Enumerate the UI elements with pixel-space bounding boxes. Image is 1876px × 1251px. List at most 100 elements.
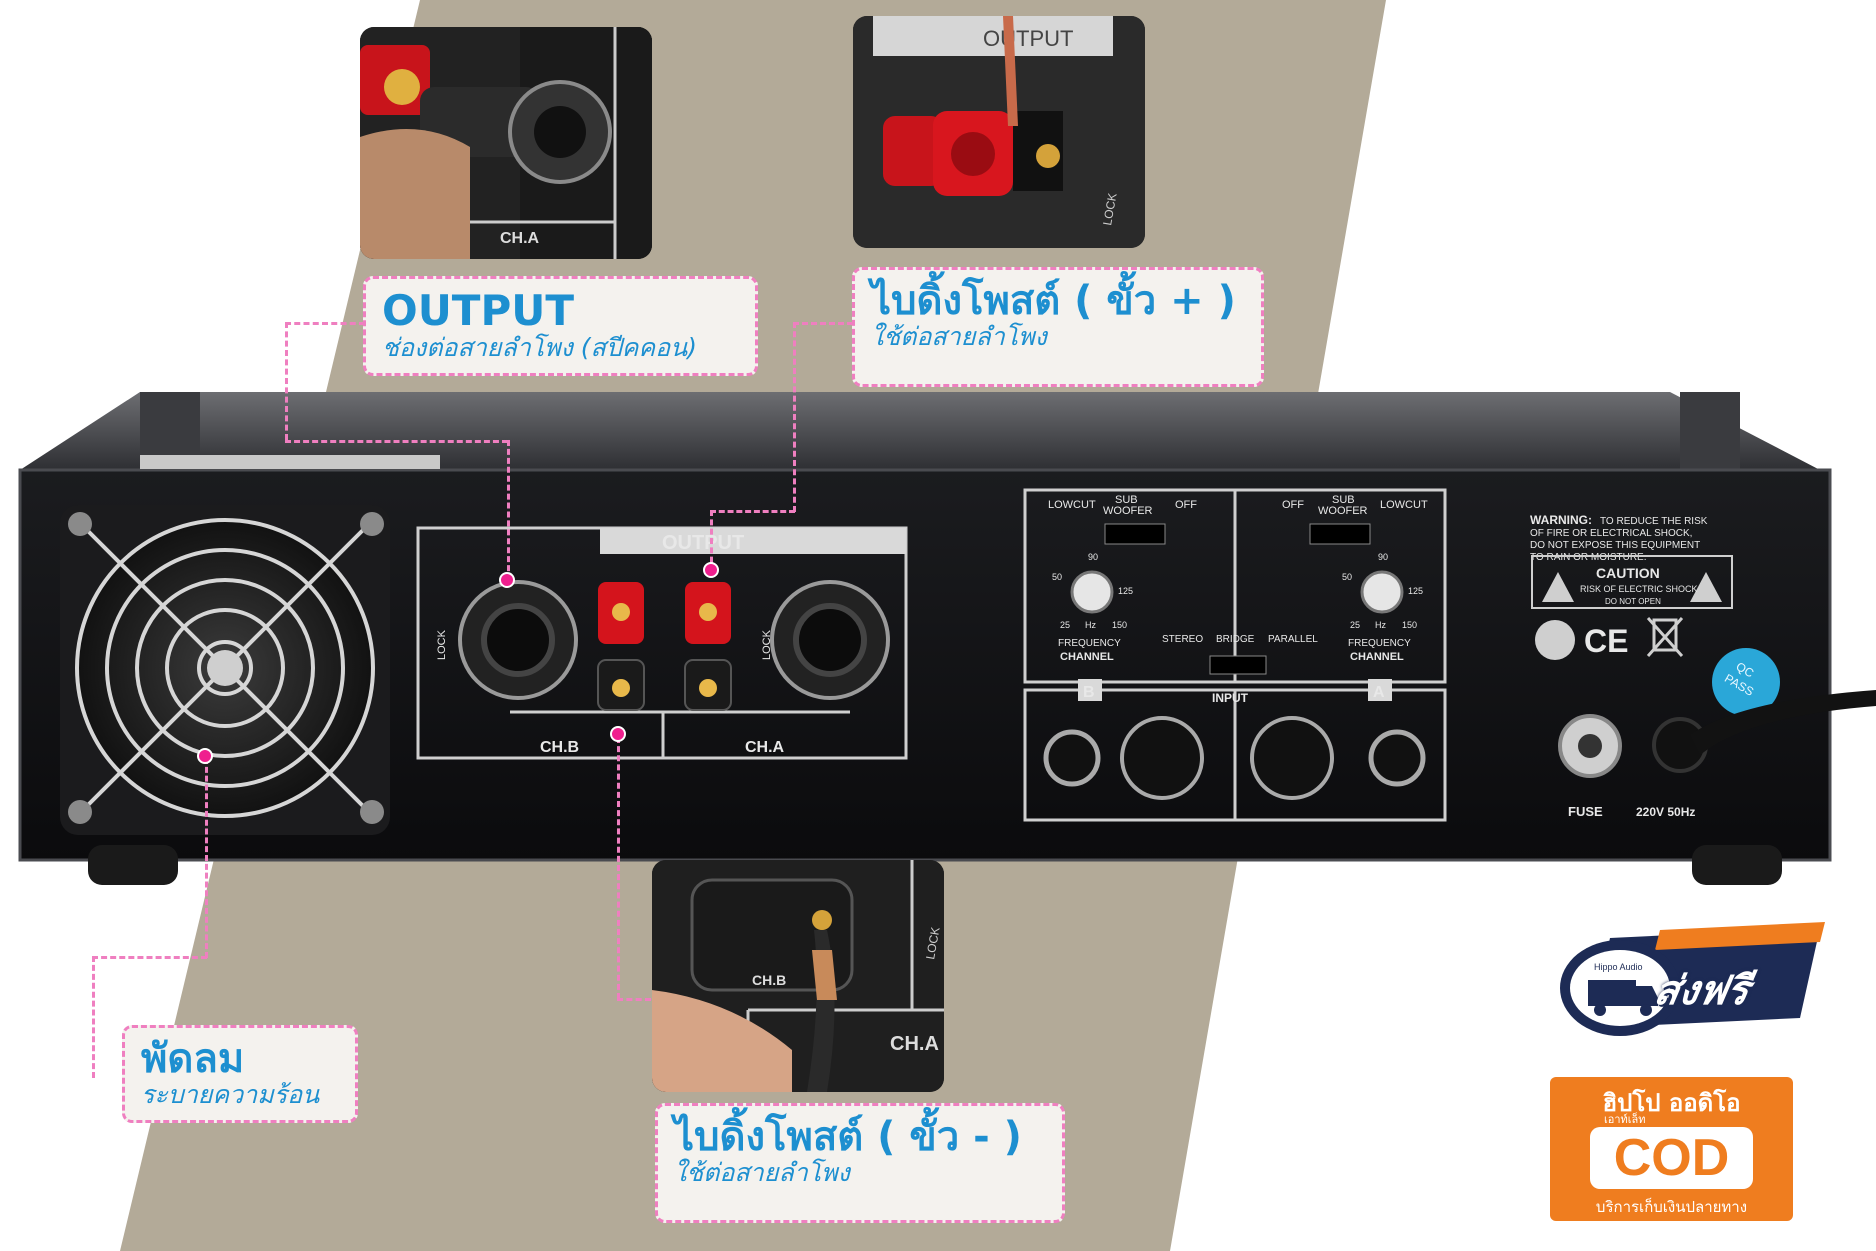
- parallel-label: PARALLEL: [1268, 634, 1318, 645]
- channel-label-b: CHANNEL: [1060, 651, 1114, 663]
- cod-service-text: บริการเก็บเงินปลายทาง: [1595, 1198, 1748, 1216]
- knob-b-hz: Hz: [1085, 620, 1096, 630]
- warning-line-1: TO REDUCE THE RISK: [1600, 516, 1708, 527]
- speakon-ch-a[interactable]: [770, 580, 890, 700]
- xlr-input-a[interactable]: [1250, 716, 1334, 800]
- warning-title: WARNING:: [1530, 513, 1592, 527]
- truck-icon: [1588, 980, 1636, 1006]
- callout-binding-plus-title: ไบดิ้งโพสต์ ( ขั้ว + ): [871, 278, 1236, 324]
- cod-badge: ฮิปโป ออดิโอ เอาท์เล็ท COD บริการเก็บเงิ…: [1550, 1077, 1793, 1221]
- leader-plus-v2: [710, 510, 713, 572]
- off-b: OFF: [1175, 499, 1197, 511]
- freq-label-b: FREQUENCY: [1058, 638, 1121, 649]
- knob-a-150: 150: [1402, 620, 1417, 630]
- cod-brand-small: เอาท์เล็ท: [1604, 1113, 1646, 1126]
- knob-a-50: 50: [1342, 572, 1352, 582]
- caution-left-icon: [1542, 572, 1574, 602]
- binding-post-a-plus[interactable]: [685, 582, 731, 644]
- leader-plus: [793, 322, 853, 325]
- ce-mark: CE: [1584, 623, 1628, 659]
- input-panel: B A INPUT: [1023, 679, 1447, 822]
- shipping-small-text: Hippo Audio: [1594, 962, 1643, 972]
- binding-post-b-minus[interactable]: [597, 659, 645, 711]
- pin-minus: [610, 726, 626, 742]
- leader-output: [285, 322, 365, 325]
- panel-ch-a: CH.A: [745, 739, 785, 756]
- fuse-label: FUSE: [1568, 804, 1603, 819]
- leader-plus-h2: [710, 510, 795, 513]
- sub-a: SUB: [1332, 494, 1355, 506]
- knob-b-25: 25: [1060, 620, 1070, 630]
- cod-text: COD: [1613, 1129, 1730, 1187]
- callout-binding-minus: ไบดิ้งโพสต์ ( ขั้ว - ) ใช้ต่อสายลำโพง: [655, 1103, 1065, 1223]
- leader-output-v2: [507, 440, 510, 580]
- photo-binding-minus-closeup: CH.B CH.A LOCK: [652, 860, 944, 1092]
- knob-a-25: 25: [1350, 620, 1360, 630]
- lowcut-b: LOWCUT: [1048, 499, 1096, 511]
- caution-text: CAUTION: [1596, 565, 1660, 581]
- channel-label-a: CHANNEL: [1350, 651, 1404, 663]
- stereo-bridge-switch[interactable]: [1209, 655, 1267, 675]
- knob-a-90: 90: [1378, 552, 1388, 562]
- knob-b-50: 50: [1052, 572, 1062, 582]
- jack-input-a[interactable]: [1368, 729, 1426, 787]
- jack-input-b[interactable]: [1043, 729, 1101, 787]
- binding-post-b-plus[interactable]: [598, 582, 644, 644]
- frequency-knob-a[interactable]: [1360, 570, 1404, 614]
- lowcut-a: LOWCUT: [1380, 499, 1428, 511]
- warning-area: WARNING: TO REDUCE THE RISK OF FIRE OR E…: [1530, 513, 1876, 819]
- xlr-input-b[interactable]: [1120, 716, 1204, 800]
- serial-sticker: [140, 455, 440, 469]
- callout-fan-title: พัดลม: [141, 1036, 245, 1082]
- input-header: INPUT: [1212, 691, 1249, 705]
- speakon-ch-b[interactable]: [458, 580, 578, 700]
- free-shipping-badge: Hippo Audio: [1560, 922, 1825, 1036]
- knob-a-hz: Hz: [1375, 620, 1386, 630]
- mode-switch-b[interactable]: [1104, 523, 1166, 545]
- photo3-lock-label: LOCK: [923, 926, 942, 961]
- foot-left: [88, 845, 178, 885]
- freq-label-a: FREQUENCY: [1348, 638, 1411, 649]
- leader-fan: [205, 758, 208, 958]
- panel-lock-left: LOCK: [436, 629, 448, 660]
- knob-b-125: 125: [1118, 586, 1133, 596]
- sub-b: SUB: [1115, 494, 1138, 506]
- leader-fan-v2: [92, 956, 95, 1078]
- certification-icon: [1535, 620, 1575, 660]
- input-b-label: B: [1083, 684, 1095, 701]
- binding-post-a-minus[interactable]: [684, 659, 732, 711]
- leader-output-h2: [285, 440, 508, 443]
- panel-ch-b: CH.B: [540, 739, 579, 756]
- leader-fan-h: [92, 956, 207, 959]
- output-panel: OUTPUT CH.B CH.A LOCK LOCK: [416, 526, 908, 760]
- warning-line-4: TO RAIN OR MOISTURE.: [1530, 552, 1647, 563]
- cod-box: COD: [1590, 1127, 1753, 1189]
- pin-fan: [197, 748, 213, 764]
- free-shipping-text: ส่งฟรี: [1650, 968, 1753, 1014]
- panel-output-text: OUTPUT: [662, 532, 744, 554]
- frequency-knob-b[interactable]: [1070, 570, 1114, 614]
- caution-line-2: DO NOT OPEN: [1605, 597, 1661, 606]
- callout-binding-plus-subtitle: ใช้ต่อสายลำโพง: [871, 322, 1047, 351]
- qc-pass-sticker: [1712, 648, 1780, 716]
- photo1-ch-label: CH.A: [500, 230, 540, 247]
- photo2-output-label: OUTPUT: [983, 26, 1073, 51]
- photo-speakon-closeup: CH.A: [360, 27, 652, 259]
- cod-brand: ฮิปโป ออดิโอ: [1602, 1089, 1741, 1117]
- pin-plus: [703, 562, 719, 578]
- callout-fan-subtitle: ระบายความร้อน: [141, 1080, 320, 1109]
- callout-output-title: OUTPUT: [382, 286, 574, 335]
- crossover-panel: LOWCUT SUB WOOFER OFF OFF SUB WOOFER LOW…: [1023, 488, 1447, 684]
- woofer-a: WOOFER: [1318, 505, 1368, 517]
- knob-b-90: 90: [1088, 552, 1098, 562]
- panel-lock-right: LOCK: [761, 629, 773, 660]
- woofer-b: WOOFER: [1103, 505, 1153, 517]
- callout-binding-minus-title: ไบดิ้งโพสต์ ( ขั้ว - ): [674, 1114, 1022, 1160]
- warning-line-3: DO NOT EXPOSE THIS EQUIPMENT: [1530, 540, 1700, 551]
- photo3-cha-label: CH.A: [890, 1033, 939, 1055]
- caution-right-icon: [1690, 572, 1722, 602]
- leader-plus-v: [793, 322, 796, 512]
- off-a: OFF: [1282, 499, 1304, 511]
- mode-switch-a[interactable]: [1309, 523, 1371, 545]
